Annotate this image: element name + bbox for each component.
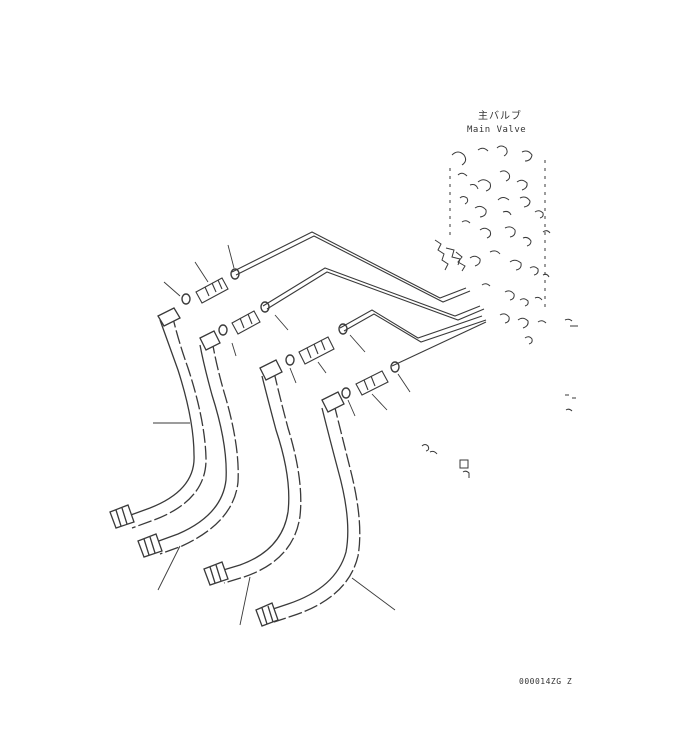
adapter-3: [298, 336, 335, 365]
hydraulic-tubes: [231, 231, 487, 367]
leader-hose-b: [157, 545, 181, 591]
o-ring-1b: [181, 293, 191, 305]
o-ring-3a: [338, 323, 348, 335]
hose-c: [203, 359, 302, 586]
leader-adapter-1: [194, 261, 209, 283]
o-ring-2a: [260, 301, 270, 313]
leader-o-ring-3b: [289, 367, 297, 384]
o-ring-4b: [341, 387, 351, 399]
main-valve-label-en: Main Valve: [467, 125, 527, 135]
leader-adapter-3: [317, 361, 327, 374]
leader-o-ring-3a: [349, 334, 366, 353]
leader-o-ring-1b: [163, 281, 181, 297]
tube-4: [391, 321, 487, 367]
leader-hose-d: [351, 577, 396, 611]
tube-3: [339, 309, 483, 339]
leader-adapter-4: [371, 393, 388, 411]
leader-o-ring-2a: [274, 314, 289, 331]
o-ring-2b: [218, 324, 228, 336]
leader-lines: [153, 244, 411, 626]
leader-hose-c: [239, 576, 251, 626]
drawing-code: 000014ZG Z: [519, 677, 573, 686]
tube-1: [231, 231, 467, 299]
hose-a: [109, 307, 207, 529]
tube-2: [262, 267, 481, 317]
o-rings: [181, 268, 400, 399]
adapter-1: [195, 277, 229, 304]
leader-o-ring-4a: [397, 373, 411, 393]
main-valve-label-jp: 主バルブ: [478, 111, 522, 122]
main-valve-assembly: [421, 145, 578, 478]
adapter-4: [355, 370, 389, 396]
hose-d: [255, 391, 361, 627]
adapters: [195, 277, 389, 396]
leader-adapter-2: [231, 342, 237, 357]
leader-o-ring-4b: [347, 399, 356, 417]
o-ring-1a: [230, 268, 240, 280]
o-ring-3b: [285, 354, 295, 366]
o-ring-4a: [390, 361, 400, 373]
leader-o-ring-1a: [227, 244, 235, 269]
adapter-2: [231, 310, 261, 335]
hose-b: [137, 330, 239, 558]
hoses: [109, 307, 361, 627]
